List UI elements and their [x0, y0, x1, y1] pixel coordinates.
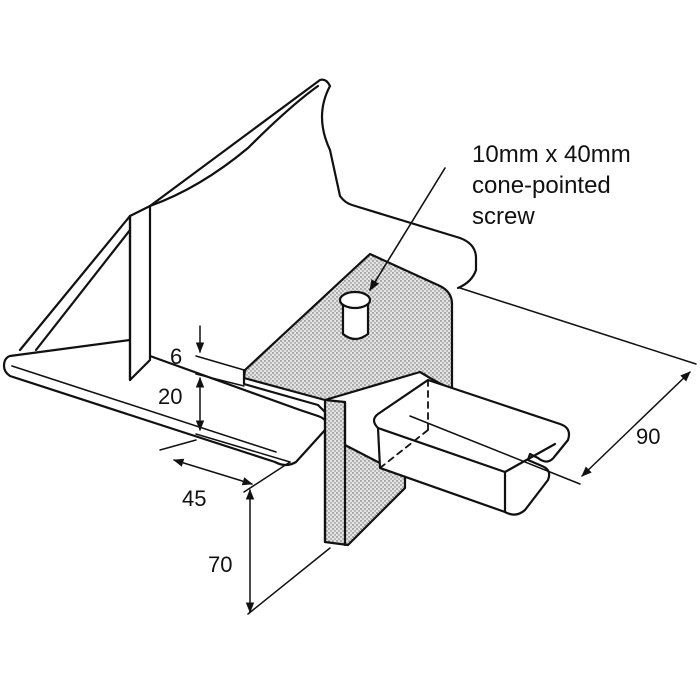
dimension-45 [159, 439, 291, 493]
dimension-90-label: 90 [636, 424, 660, 449]
callout-line-1: 10mm x 40mm [472, 141, 631, 168]
dimension-20-label: 20 [158, 384, 182, 409]
dimension-70 [245, 488, 331, 615]
cone-pointed-screw [338, 290, 372, 341]
dimension-6-label: 6 [170, 344, 182, 369]
beam-web [18, 78, 478, 382]
c-channel-strut [372, 378, 571, 516]
dimension-6 [195, 325, 245, 371]
callout-line-3: screw [472, 203, 535, 230]
dimension-45-label: 45 [182, 486, 206, 511]
dimension-70-label: 70 [208, 552, 232, 577]
dimension-20 [195, 373, 291, 463]
dimension-90 [409, 287, 697, 485]
callout-line-2: cone-pointed [472, 172, 611, 199]
screw-leader [369, 167, 446, 291]
